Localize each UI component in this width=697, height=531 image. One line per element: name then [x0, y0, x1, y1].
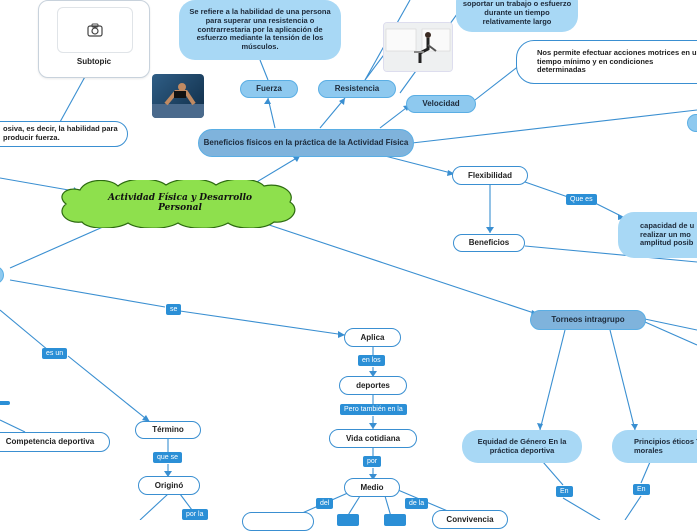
- edge-en2-down: [624, 495, 642, 520]
- subtopic-label: Subtopic: [76, 57, 112, 67]
- edge-en-down: [562, 497, 601, 520]
- pero-tambien-label: Pero también en la: [340, 404, 407, 415]
- edge-central-torneos: [229, 211, 541, 316]
- medio-node[interactable]: Medio: [344, 478, 400, 497]
- edge-se-aplica: [179, 310, 346, 336]
- aplica-node[interactable]: Aplica: [344, 328, 401, 347]
- edge-esun-termino: [67, 355, 151, 423]
- edge-torneos-equidad: [539, 329, 566, 431]
- tag-fragment-1: [337, 514, 359, 526]
- edge-torneos-right2: [644, 321, 697, 346]
- en-label-2: En: [633, 484, 650, 495]
- left-tag-fragment: [0, 401, 10, 405]
- edge-beneficios-flexibilidad: [384, 155, 456, 175]
- de-la-label: de la: [405, 498, 429, 509]
- edge-principios-en: [640, 461, 651, 484]
- origino-node[interactable]: Originó: [138, 476, 200, 495]
- beneficios-fisicos-node[interactable]: Beneficios físicos en la práctica de la …: [198, 129, 414, 157]
- es-un-label: es un: [42, 348, 68, 359]
- edge-left-central: [0, 177, 81, 193]
- connector-lines: [0, 0, 697, 520]
- edge-beneficios-resistencia: [319, 97, 346, 129]
- edge-origino-porla: [179, 493, 193, 511]
- central-topic-cloud[interactable]: [58, 180, 302, 228]
- por-label: por: [363, 456, 382, 467]
- edge-left-se: [9, 279, 166, 308]
- edge-equidad-en: [542, 461, 564, 486]
- edge-origino-down: [139, 493, 169, 520]
- edge-torneos-right: [639, 317, 697, 331]
- deportes-node[interactable]: deportes: [339, 376, 407, 395]
- edge-beneficios-velocidad: [379, 104, 411, 129]
- edge-flex-quees: [524, 181, 569, 198]
- resistencia-photo: [383, 22, 453, 72]
- que-es-label: Que es: [566, 194, 597, 205]
- competencia-deportiva-node[interactable]: Competencia deportiva: [0, 432, 110, 452]
- camera-icon: [87, 23, 103, 37]
- beneficios-node[interactable]: Beneficios: [453, 234, 525, 252]
- termino-node[interactable]: Término: [135, 421, 201, 439]
- edge-beneficios-right2: [524, 245, 697, 263]
- bottom-left-node[interactable]: [242, 512, 314, 531]
- en-label-1: En: [556, 486, 573, 497]
- edge-left-esun: [0, 309, 49, 351]
- en-los-label: en los: [358, 355, 385, 366]
- fuerza-description[interactable]: Se refiere a la habilidad de una persona…: [179, 0, 341, 60]
- del-label: del: [316, 498, 334, 509]
- edge-left-competencia: [0, 419, 26, 433]
- image-placeholder[interactable]: [57, 7, 133, 53]
- resistencia-node[interactable]: Resistencia: [318, 80, 396, 98]
- fuerza-explosiva-note[interactable]: osiva, es decir, la habilidad para produ…: [0, 121, 128, 147]
- edge-fuerza-desc: [259, 59, 269, 81]
- resistencia-description[interactable]: psíquica que nos ayuda a soportar un tra…: [456, 0, 578, 32]
- velocidad-node[interactable]: Velocidad: [406, 95, 476, 113]
- edge-torneos-principios: [609, 329, 636, 431]
- edge-velocidad-desc: [474, 64, 521, 101]
- fuerza-node[interactable]: Fuerza: [240, 80, 298, 98]
- principios-eticos-node[interactable]: Principios éticos Y morales: [612, 430, 697, 463]
- central-topic-label: Actividad Física y Desarrollo Personal: [107, 192, 253, 213]
- se-label: se: [166, 304, 182, 315]
- velocidad-description[interactable]: Nos permite efectuar acciones motrices e…: [516, 40, 697, 84]
- que-se-label: que se: [153, 452, 183, 463]
- flexibilidad-description[interactable]: capacidad de u realizar un mo amplitud p…: [618, 212, 697, 258]
- edge-beneficios-right: [411, 109, 697, 144]
- tag-fragment-2: [384, 514, 406, 526]
- subtopic-card[interactable]: Subtopic: [38, 0, 150, 78]
- equidad-genero-node[interactable]: Equidad de Género En la práctica deporti…: [462, 430, 582, 463]
- vida-cotidiana-node[interactable]: Vida cotidiana: [329, 429, 417, 448]
- flexibilidad-node[interactable]: Flexibilidad: [452, 166, 528, 185]
- por-la-label: por la: [182, 509, 208, 520]
- fuerza-photo: [152, 74, 204, 118]
- torneos-intragrupo-node[interactable]: Torneos intragrupo: [530, 310, 646, 330]
